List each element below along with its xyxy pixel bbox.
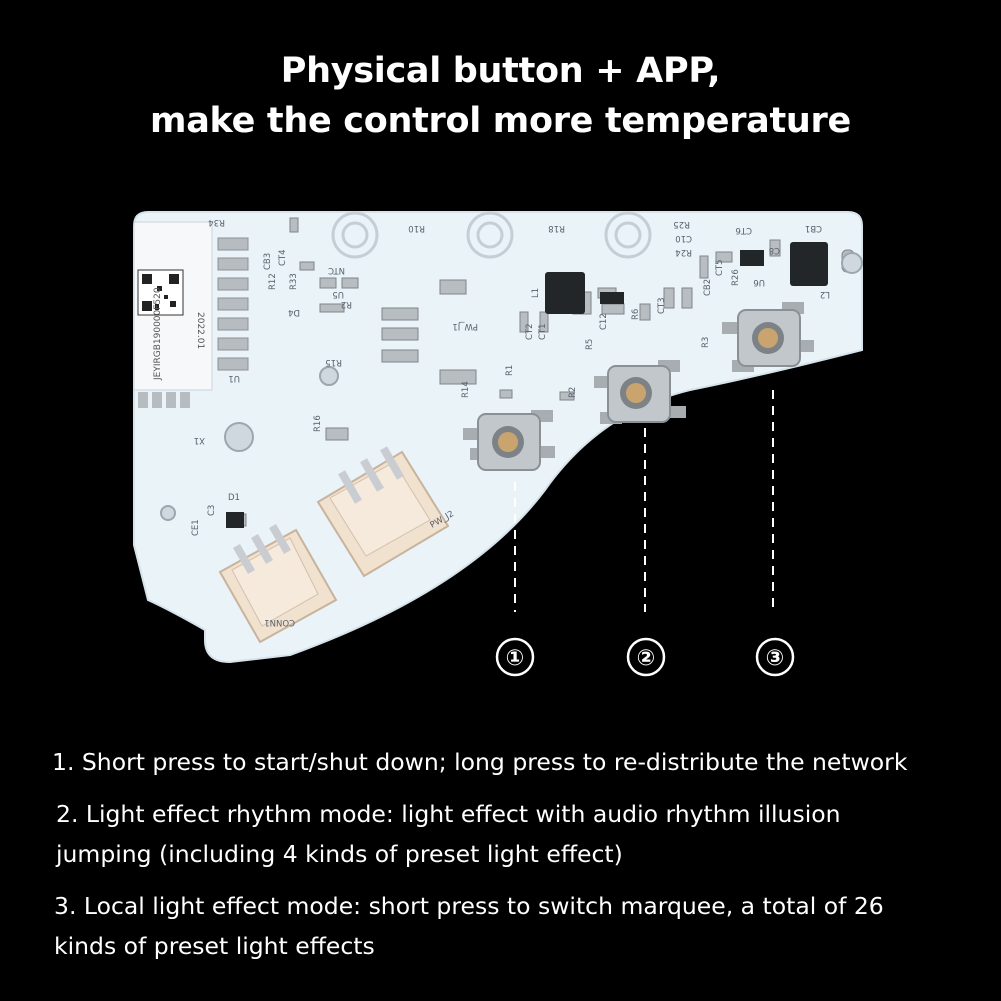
silkscreen-label-18: R15	[325, 357, 342, 367]
headline-line-2: make the control more temperature	[150, 101, 851, 141]
silkscreen-label-31: R1	[505, 365, 515, 376]
silkscreen-label-8: C8	[769, 245, 780, 255]
silkscreen-label-16: U5	[332, 289, 344, 299]
wifi-module: JEYIRGB190000F520 2022.01	[133, 221, 249, 408]
mounting-rings	[331, 211, 652, 259]
marker-1-label: ①	[506, 646, 525, 671]
description-3-line-1: 3. Local light effect mode: short press …	[54, 892, 884, 920]
silkscreen-label-22: CT1	[538, 323, 548, 340]
marker-3-label: ③	[766, 646, 785, 671]
silkscreen-label-40: C3	[207, 505, 217, 516]
silkscreen-label-3: R18	[548, 223, 565, 233]
silkscreen-label-6: R24	[675, 247, 692, 257]
tactile-button-3	[722, 302, 814, 372]
connector-conn1	[218, 524, 338, 644]
silkscreen-label-36: R16	[313, 415, 323, 432]
silkscreen-label-2: R10	[408, 223, 425, 233]
marker-2-label: ②	[637, 646, 656, 671]
pcb-board-illustration: JEYIRGB190000F520 2022.01	[133, 211, 863, 677]
marker-2: ②	[626, 637, 666, 677]
headline: Physical button + APP, make the control …	[0, 46, 1001, 146]
silkscreen-label-12: R12	[268, 273, 278, 290]
description-item-2: 2. Light effect rhythm mode: light effec…	[56, 794, 841, 874]
silkscreen-label-11: CT4	[278, 249, 288, 266]
silkscreen-label-5: C10	[675, 233, 692, 243]
silkscreen-label-15: R2	[341, 299, 352, 309]
silkscreen-label-20: L1	[531, 288, 541, 298]
description-1-line-1: 1. Short press to start/shut down; long …	[52, 748, 908, 776]
tactile-button-1	[463, 410, 555, 471]
silkscreen-label-28: R26	[731, 269, 741, 286]
silkscreen-label-35: R2	[568, 387, 578, 398]
silkscreen-label-30: L2	[820, 289, 830, 299]
silkscreen-label-21: CT2	[525, 323, 535, 340]
ic-chips	[226, 242, 828, 528]
description-3-line-2: kinds of preset light effects	[54, 932, 375, 960]
silkscreen-label-10: CB3	[263, 253, 273, 270]
description-item-1: 1. Short press to start/shut down; long …	[52, 742, 907, 782]
silkscreen-label-9: CB1	[805, 223, 822, 233]
module-code-text: JEYIRGB190000F520	[153, 287, 163, 381]
silkscreen-label-39: D1	[228, 493, 240, 503]
vias	[160, 252, 863, 521]
silkscreen-label-24: R6	[631, 309, 641, 320]
leader-lines	[514, 390, 774, 612]
headline-line-1: Physical button + APP,	[280, 51, 721, 91]
silkscreen-label-32: R3	[701, 337, 711, 348]
silkscreen-label-14: NTC	[328, 265, 345, 275]
silkscreen-label-4: R25	[673, 219, 690, 229]
connector-pw-j2	[316, 446, 450, 578]
silkscreen-label-1: R34	[208, 217, 225, 227]
silkscreen-label-13: R33	[289, 273, 299, 290]
silkscreen-label-42: CONN1	[264, 617, 295, 627]
silkscreen-label-17: D4	[288, 307, 300, 317]
silkscreen-label-7: CT6	[735, 225, 752, 235]
silkscreen-label-29: U6	[753, 277, 765, 287]
module-date-text: 2022.01	[195, 312, 205, 349]
silkscreen-label-27: CT5	[715, 259, 725, 276]
silkscreen-label-33: R5	[585, 339, 595, 350]
silkscreen-label-38: X1	[194, 435, 205, 445]
silkscreen-label-26: CB2	[703, 279, 713, 296]
description-2-line-1: 2. Light effect rhythm mode: light effec…	[56, 800, 841, 828]
silkscreen-label-34: R14	[461, 381, 471, 398]
silkscreen-label-41: CE1	[191, 519, 201, 536]
tactile-button-2	[594, 360, 686, 424]
pcb-photo: JEYIRGB190000F520 2022.01	[0, 200, 1001, 680]
silkscreen-label-25: CT3	[657, 297, 667, 314]
module-pins	[217, 237, 249, 371]
description-2-line-2: jumping (including 4 kinds of preset lig…	[56, 840, 623, 868]
silkscreen-label-19: PW_J1	[452, 321, 478, 331]
description-item-3: 3. Local light effect mode: short press …	[54, 886, 884, 966]
silkscreen-label-23: C12	[599, 313, 609, 330]
silkscreen-label-37: U1	[228, 373, 240, 383]
marker-1: ①	[495, 637, 535, 677]
marker-3: ③	[755, 637, 795, 677]
